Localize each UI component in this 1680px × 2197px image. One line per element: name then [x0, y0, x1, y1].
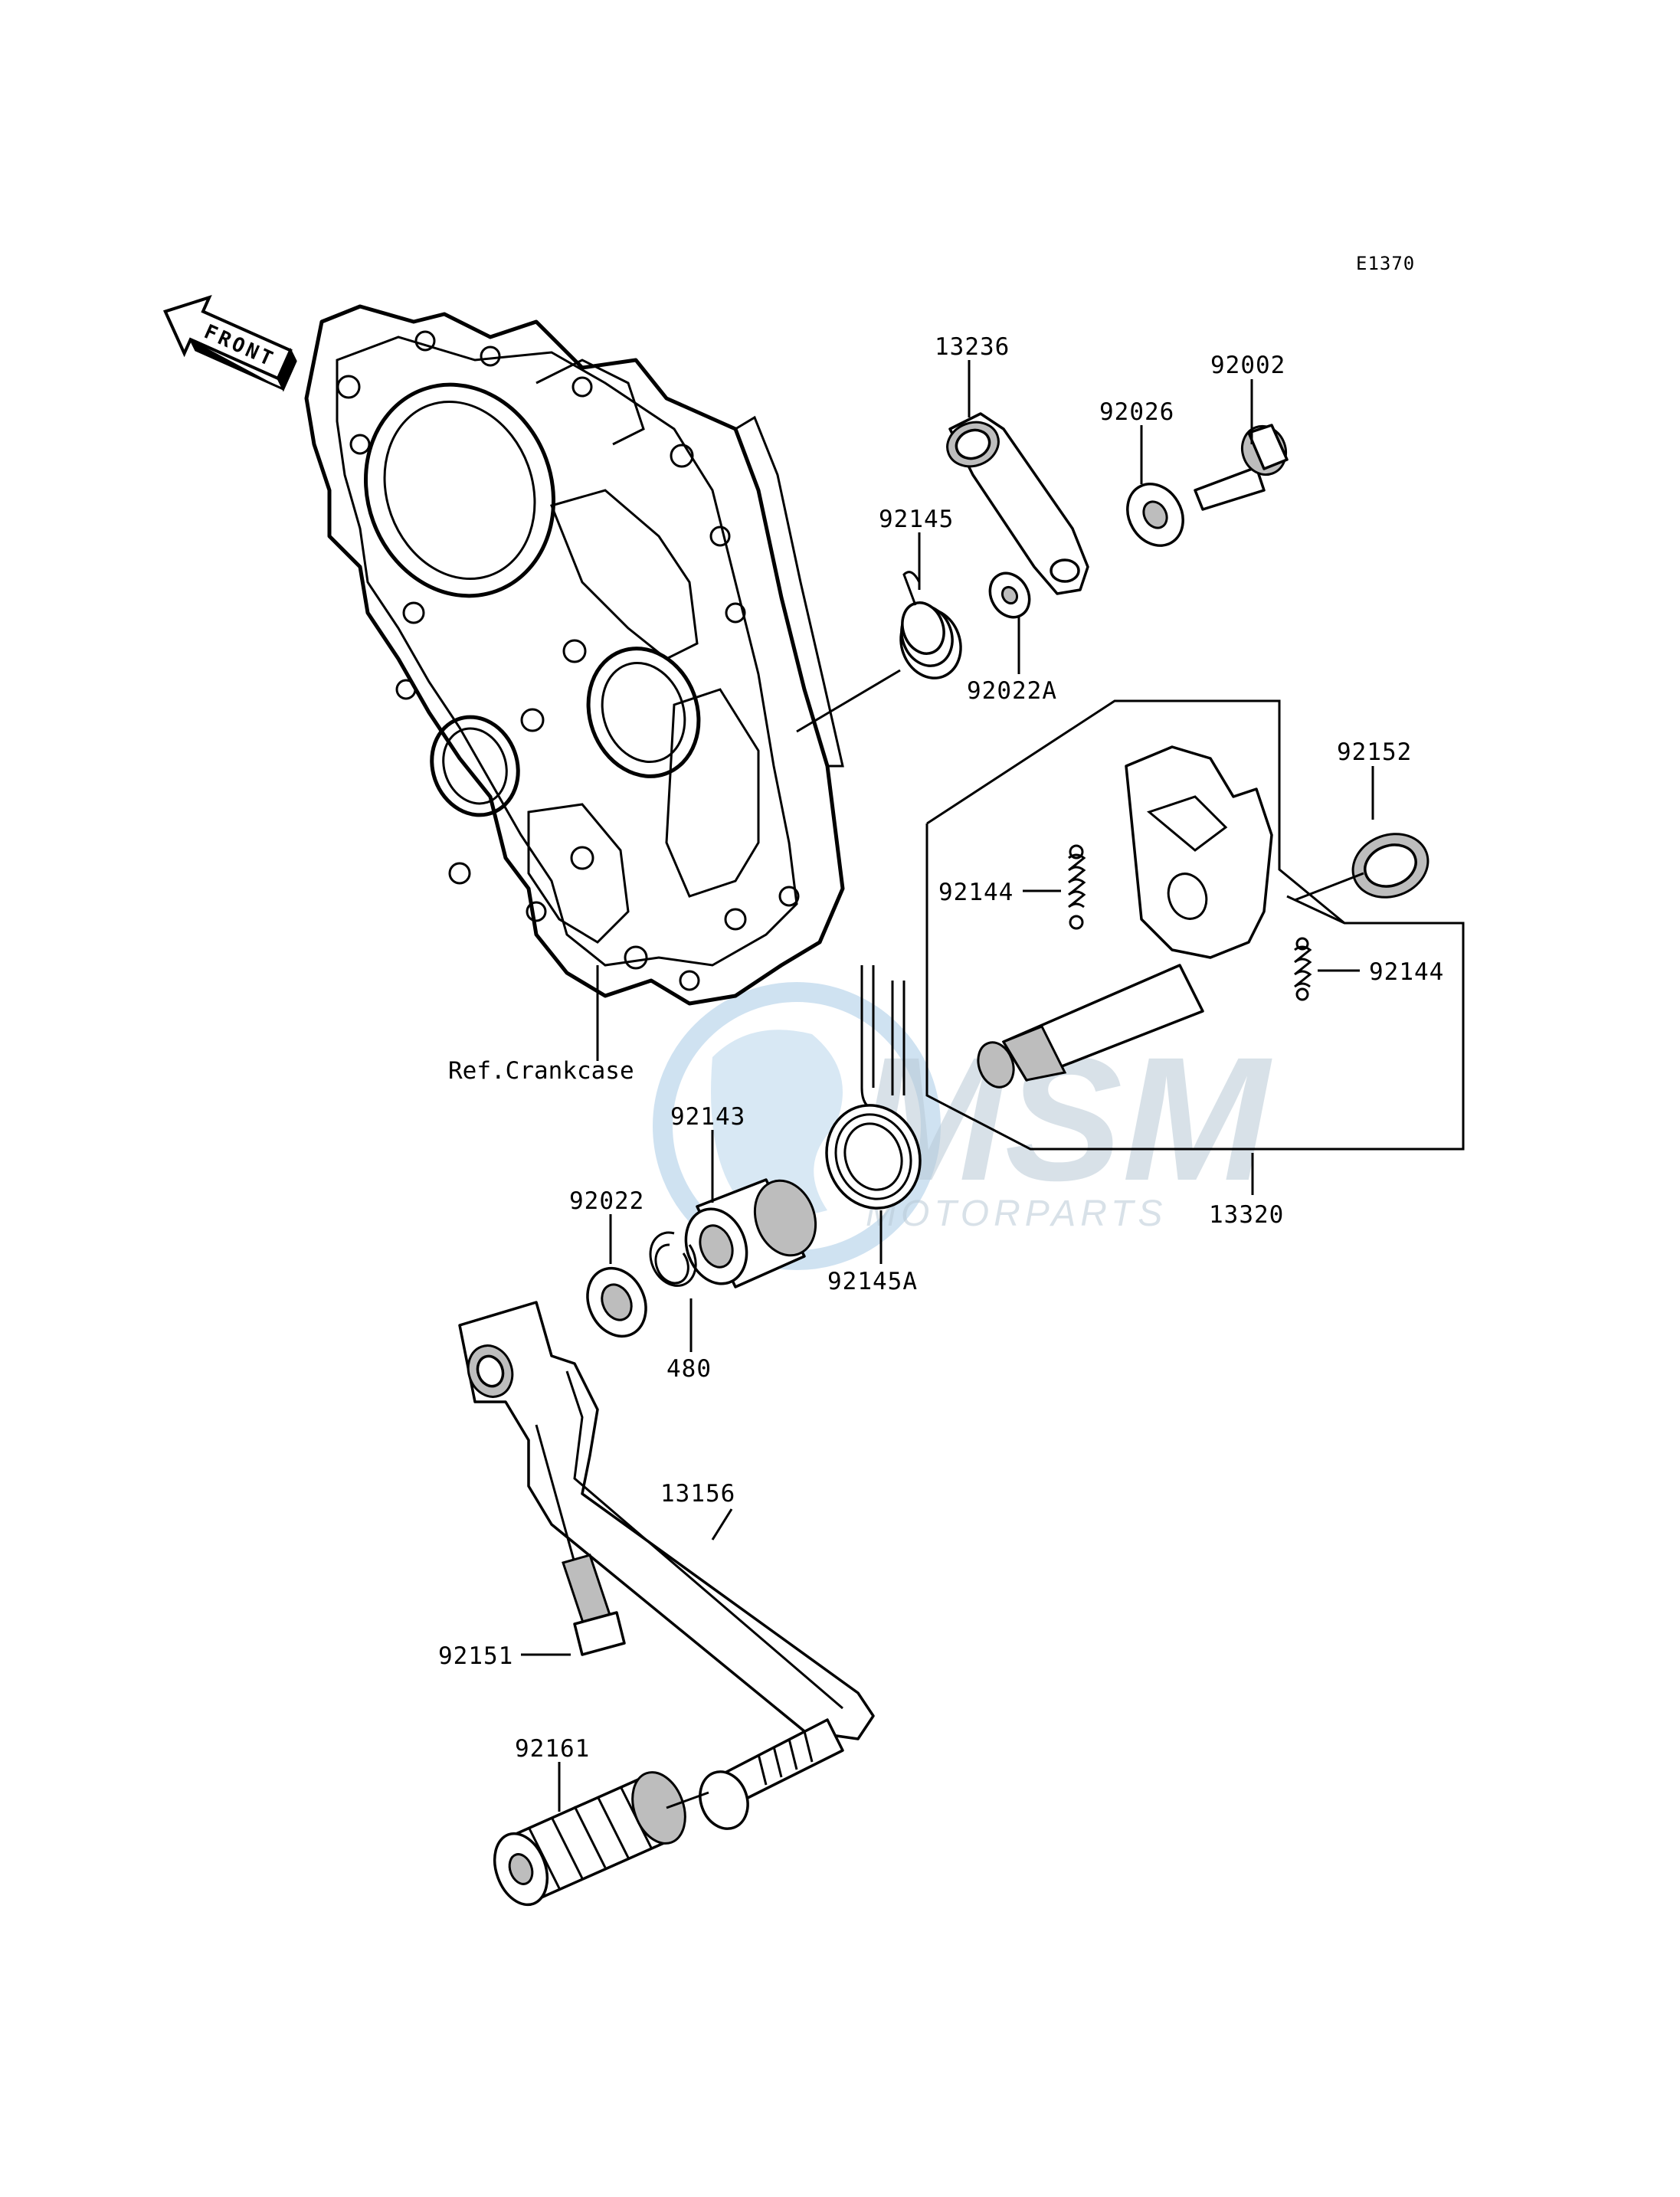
part-92022-drawing	[586, 1266, 647, 1338]
part-label-13320: 13320	[1209, 1201, 1284, 1229]
part-label-92144-upper: 92144	[938, 879, 1014, 906]
part-label-13236: 13236	[935, 333, 1010, 361]
part-label-92145: 92145	[879, 506, 954, 533]
part-label-92152: 92152	[1337, 738, 1412, 766]
part-92026-drawing	[1126, 483, 1184, 547]
part-label-92143: 92143	[670, 1103, 745, 1131]
part-92022A-drawing	[988, 571, 1031, 619]
part-13156-drawing	[458, 1301, 875, 1830]
part-label-92144-lower: 92144	[1369, 958, 1444, 986]
part-92145-drawing	[899, 571, 962, 679]
front-arrow-icon: FRONT	[162, 295, 297, 392]
part-label-92026: 92026	[1099, 398, 1174, 426]
part-92144-lower-drawing	[1294, 937, 1312, 1001]
part-label-92161: 92161	[515, 1735, 590, 1763]
part-label-92022A: 92022A	[967, 677, 1057, 705]
watermark-subtext: MOTORPARTS	[866, 1193, 1167, 1234]
diagram-code: E1370	[1356, 253, 1415, 274]
part-92144-upper-drawing	[1068, 844, 1086, 930]
part-92151-drawing	[535, 1424, 626, 1656]
part-92145A-drawing	[825, 965, 922, 1210]
crankcase-reference-label: Ref.Crankcase	[448, 1057, 634, 1085]
part-label-480: 480	[666, 1355, 712, 1383]
part-13320-drawing	[977, 745, 1273, 1089]
part-label-13156: 13156	[660, 1480, 735, 1508]
part-label-92145A: 92145A	[827, 1268, 918, 1295]
part-92143-drawing	[684, 1178, 817, 1288]
part-92161-drawing	[493, 1771, 686, 1907]
part-label-92151: 92151	[438, 1642, 513, 1670]
part-label-92002: 92002	[1210, 352, 1285, 379]
part-92152-drawing	[1351, 833, 1429, 899]
part-92002-drawing	[1194, 424, 1289, 511]
part-480-drawing	[649, 1231, 697, 1287]
crankcase-drawing: Ref.Crankcase	[304, 304, 845, 1085]
part-label-92022: 92022	[569, 1187, 644, 1215]
part-13236-drawing	[946, 412, 1089, 595]
